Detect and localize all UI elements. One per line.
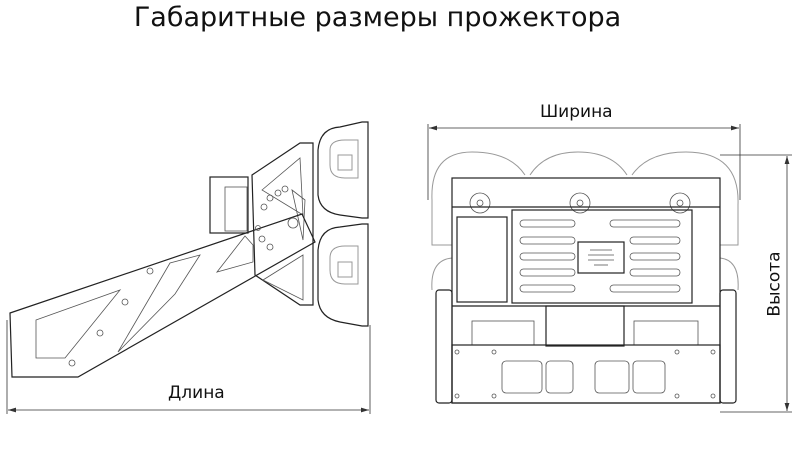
mounting-arm bbox=[9, 213, 316, 378]
nameplate bbox=[577, 241, 625, 274]
cooling-slots bbox=[519, 219, 681, 293]
mount-bracket bbox=[251, 142, 314, 306]
page-title: Габаритные размеры прожектора bbox=[133, 2, 622, 33]
driver-box bbox=[456, 216, 508, 303]
junction-box bbox=[545, 305, 625, 347]
arm-cutout bbox=[35, 289, 122, 359]
side-view bbox=[6, 121, 371, 414]
bottom-panel bbox=[451, 344, 721, 404]
height-label: Высота bbox=[764, 251, 785, 317]
lamp-module-lower bbox=[317, 223, 369, 327]
panel-windows bbox=[454, 349, 716, 399]
lamp-module-upper bbox=[317, 121, 369, 219]
back-plate bbox=[511, 209, 693, 304]
width-label: Ширина bbox=[540, 102, 613, 122]
front-view bbox=[427, 124, 792, 413]
lamp-heads bbox=[431, 151, 739, 404]
length-label: Длина bbox=[168, 383, 225, 403]
rear-box bbox=[209, 176, 249, 234]
